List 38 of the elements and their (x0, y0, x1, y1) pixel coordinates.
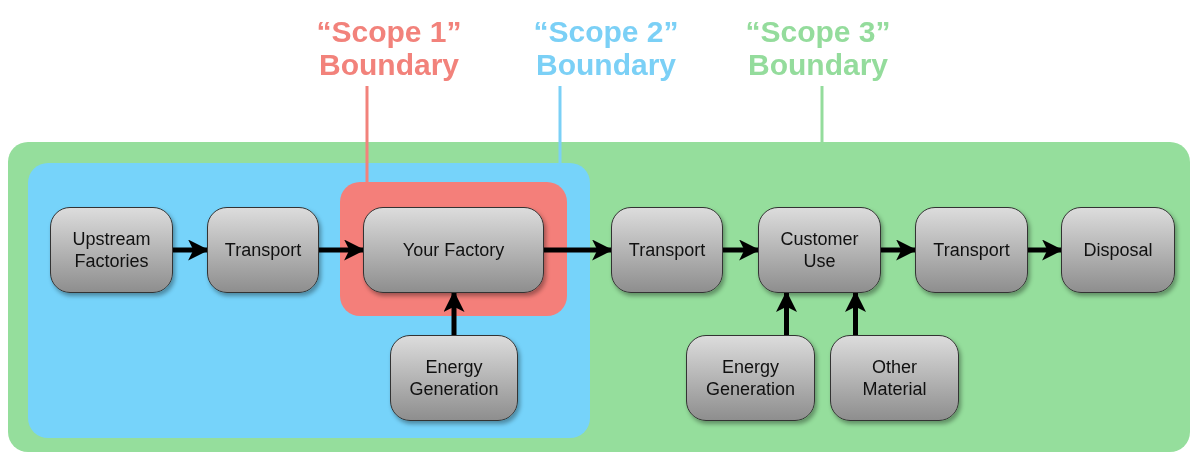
boundary-region (28, 163, 590, 438)
box-label: Transport (224, 238, 302, 262)
process-box (915, 207, 1028, 293)
arrow (319, 239, 366, 261)
boundary-region (340, 182, 567, 316)
box-label: Energy Generation (408, 355, 500, 401)
arrow (723, 239, 761, 261)
boundary-region (8, 142, 1190, 452)
box-label: Transport (933, 238, 1010, 262)
arrow (1028, 239, 1064, 261)
box-label: Transport (628, 238, 706, 262)
process-box (830, 335, 959, 421)
leader-line (365, 86, 369, 182)
boundary-heading: “Scope 1” Boundary (315, 15, 463, 81)
process-box (390, 335, 518, 421)
leader-line (820, 86, 824, 142)
arrow (173, 239, 210, 261)
boundary-heading: “Scope 3” Boundary (744, 15, 892, 81)
process-box (207, 207, 319, 293)
leader-line (558, 86, 562, 163)
arrow (881, 239, 918, 261)
box-label: Energy Generation (704, 355, 797, 401)
arrow (776, 290, 797, 335)
process-box (363, 207, 544, 293)
boundary-heading: “Scope 2” Boundary (532, 15, 680, 81)
process-box (686, 335, 815, 421)
process-box (758, 207, 881, 293)
box-label: Other Material (861, 355, 928, 401)
box-label: Disposal (1083, 238, 1153, 262)
process-box (1061, 207, 1175, 293)
arrow (544, 239, 614, 261)
box-label: Your Factory (402, 238, 505, 262)
process-box (50, 207, 173, 293)
arrow (845, 290, 866, 335)
box-label: Customer Use (779, 227, 860, 273)
box-label: Upstream Factories (71, 227, 152, 273)
arrow (443, 290, 465, 335)
process-box (611, 207, 723, 293)
